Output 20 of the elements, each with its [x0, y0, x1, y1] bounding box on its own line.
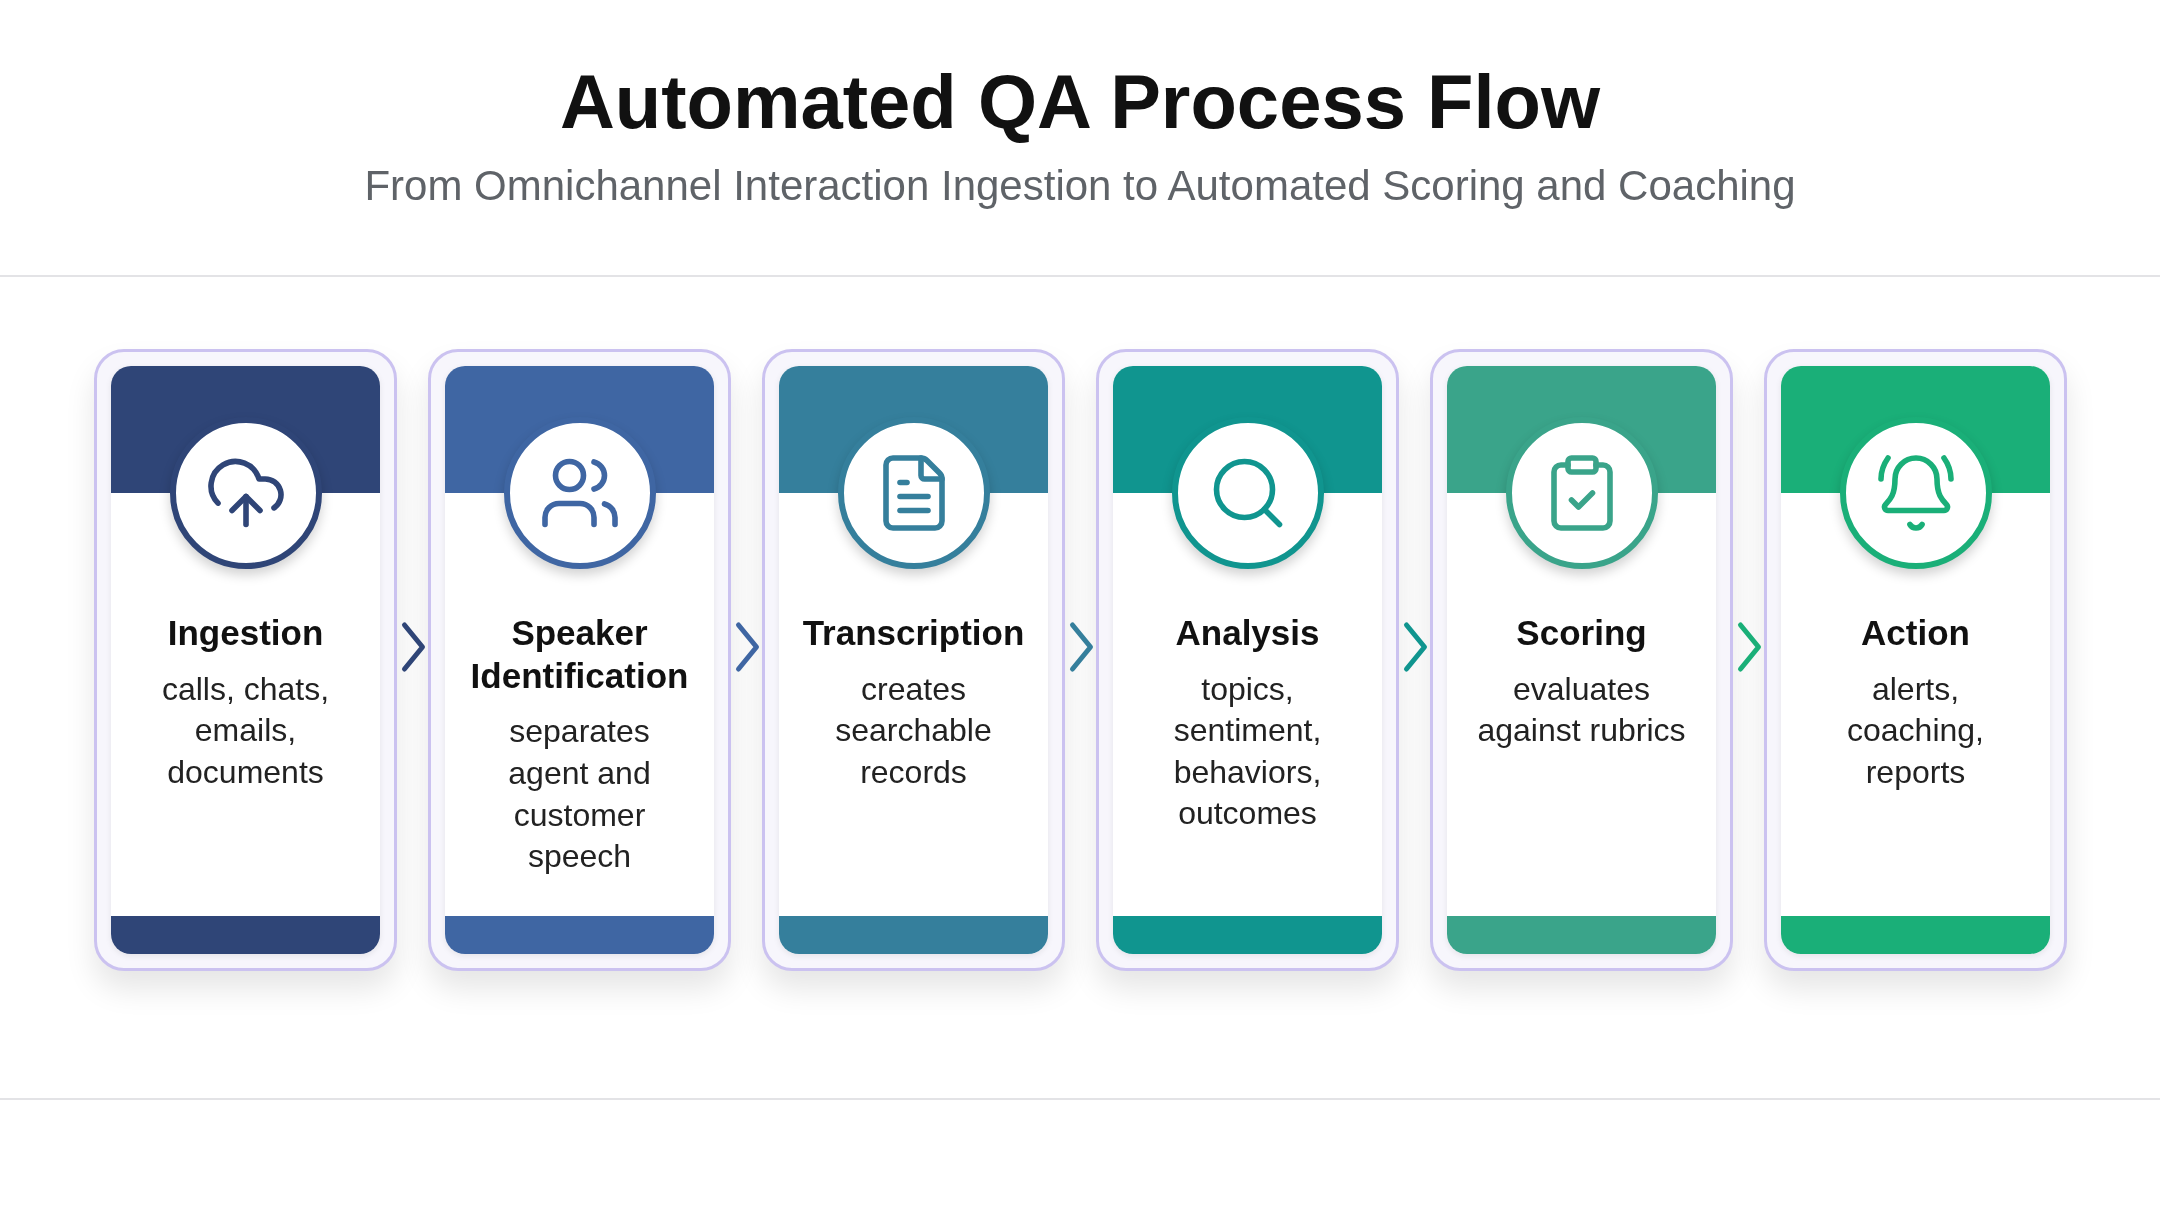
step-title: Speaker Identification [469, 612, 690, 697]
step-card [428, 349, 731, 971]
step-card [1096, 349, 1399, 971]
step-description: separates agent and customer speech [507, 712, 652, 877]
step-description: topics, sentiment, behaviors, outcomes [1172, 669, 1323, 834]
step-card [94, 349, 397, 971]
step-card [1430, 349, 1733, 971]
step-title: Analysis [1175, 612, 1320, 654]
step-description: evaluates against rubrics [1477, 669, 1686, 751]
step-description: alerts, coaching, reports [1846, 669, 1985, 792]
step-title: Transcription [802, 612, 1025, 654]
step-title: Action [1861, 612, 1970, 654]
title: Automated QA Process Flow [558, 58, 1602, 145]
step-description: calls, chats, emails, documents [160, 669, 331, 792]
step-card [1764, 349, 2067, 971]
step-title: Scoring [1516, 612, 1647, 654]
step-card [762, 349, 1065, 971]
step-title: Ingestion [167, 612, 324, 654]
subtitle: From Omnichannel Interaction Ingestion to Automated Scoring and Coaching [363, 162, 1797, 210]
step-description: creates searchable records [834, 669, 993, 792]
